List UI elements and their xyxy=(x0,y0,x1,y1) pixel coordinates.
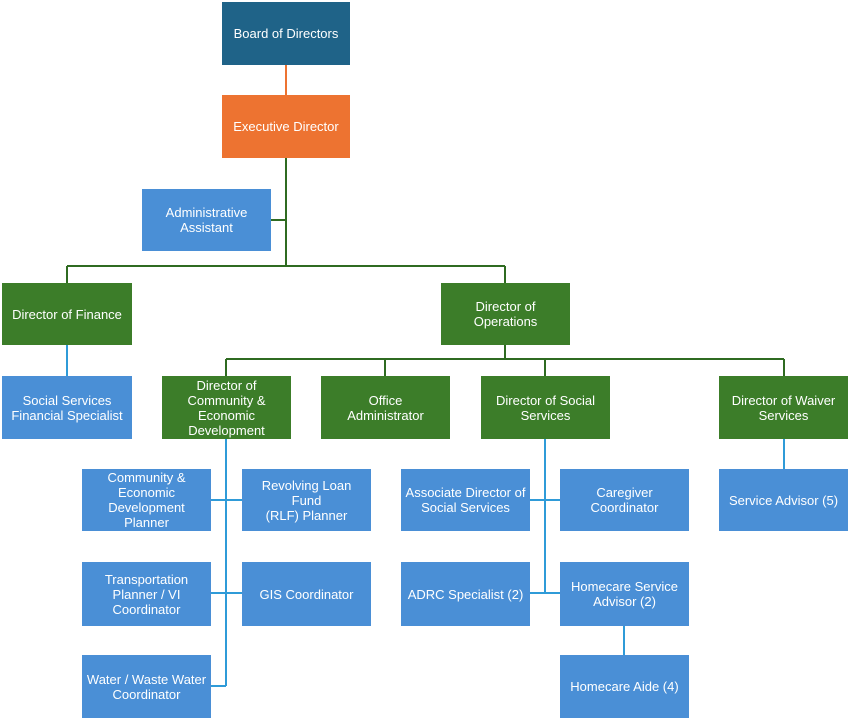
node-director-of-operations: Director of Operations xyxy=(441,283,570,345)
node-community-economic-development-planner: Community & Economic Development Planner xyxy=(82,469,211,531)
node-board-of-directors: Board of Directors xyxy=(222,2,350,65)
node-label: Director of Community & Economic Develop… xyxy=(187,377,266,438)
node-gis-coordinator: GIS Coordinator xyxy=(242,562,371,626)
node-water-waste-water-coordinator: Water / Waste Water Coordinator xyxy=(82,655,211,718)
node-label: Executive Director xyxy=(233,119,339,134)
connector-community-branch xyxy=(211,439,242,687)
node-administrative-assistant: Administrative Assistant xyxy=(142,189,271,251)
node-revolving-loan-fund-planner: Revolving Loan Fund (RLF) Planner xyxy=(242,469,371,531)
node-director-of-finance: Director of Finance xyxy=(2,283,132,345)
node-label: ADRC Specialist (2) xyxy=(407,586,524,602)
node-label: Homecare Aide (4) xyxy=(570,679,679,694)
node-label: Social Services Financial Specialist xyxy=(11,392,123,423)
node-label: Director of Waiver Services xyxy=(731,392,836,423)
node-label: GIS Coordinator xyxy=(259,586,354,602)
node-homecare-service-advisor: Homecare Service Advisor (2) xyxy=(560,562,689,626)
connector-executive-branch xyxy=(66,158,506,283)
node-director-of-community-economic-development: Director of Community & Economic Develop… xyxy=(162,376,291,439)
node-label: Associate Director of Social Services xyxy=(405,485,526,515)
node-label: Board of Directors xyxy=(233,26,339,41)
node-label: Service Advisor (5) xyxy=(728,492,839,508)
node-caregiver-coordinator: Caregiver Coordinator xyxy=(560,469,689,531)
node-social-services-financial-specialist: Social Services Financial Specialist xyxy=(2,376,132,439)
node-label: Director of Operations xyxy=(473,299,538,329)
node-adrc-specialist: ADRC Specialist (2) xyxy=(401,562,530,626)
node-label: Water / Waste Water Coordinator xyxy=(86,671,207,702)
node-executive-director: Executive Director xyxy=(222,95,350,158)
node-associate-director-of-social-services: Associate Director of Social Services xyxy=(401,469,530,531)
node-office-administrator: Office Administrator xyxy=(321,376,450,439)
node-label: Caregiver Coordinator xyxy=(590,485,659,515)
node-label: Community & Economic Development Planner xyxy=(107,470,186,530)
node-label: Director of Social Services xyxy=(496,392,595,423)
node-label: Office Administrator xyxy=(347,392,424,423)
connector-social-branch xyxy=(530,439,625,655)
node-director-of-social-services: Director of Social Services xyxy=(481,376,610,439)
node-transportation-planner-vi-coordinator: Transportation Planner / VI Coordinator xyxy=(82,562,211,626)
node-label: Administrative Assistant xyxy=(165,205,248,235)
node-label: Transportation Planner / VI Coordinator xyxy=(104,571,189,617)
node-label: Director of Finance xyxy=(12,306,122,322)
node-homecare-aide: Homecare Aide (4) xyxy=(560,655,689,718)
node-label: Revolving Loan Fund (RLF) Planner xyxy=(261,477,352,523)
connector-operations-branch xyxy=(225,345,785,376)
node-label: Homecare Service Advisor (2) xyxy=(571,579,678,609)
node-service-advisor: Service Advisor (5) xyxy=(719,469,848,531)
node-director-of-waiver-services: Director of Waiver Services xyxy=(719,376,848,439)
